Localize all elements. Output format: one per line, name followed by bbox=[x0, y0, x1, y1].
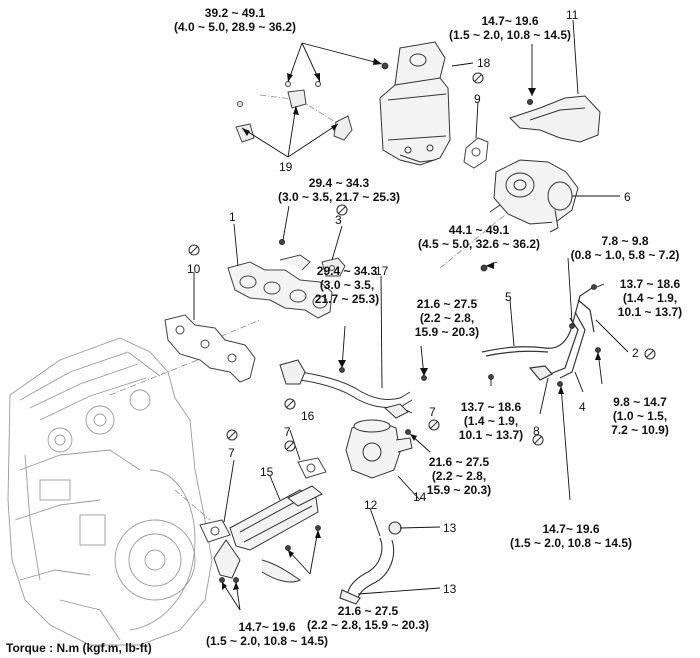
part-number-4: 4 bbox=[579, 400, 586, 414]
torque-spec-top-right: 14.7~ 19.6 (1.5 ~ 2.0, 10.8 ~ 14.5) bbox=[446, 14, 574, 42]
part-number-12: 12 bbox=[364, 498, 378, 512]
torque-conversion: (2.2 ~ 2.8, bbox=[419, 311, 475, 325]
torque-spec-oil-b: 13.7 ~ 18.6 (1.4 ~ 1.9, 10.1 ~ 13.7) bbox=[610, 277, 690, 319]
part-number-7-manifold: 7 bbox=[228, 446, 235, 460]
part-number-6: 6 bbox=[624, 190, 631, 204]
torque-spec-hose: 14.7~ 19.6 (1.5 ~ 2.0, 10.8 ~ 14.5) bbox=[496, 522, 646, 550]
torque-spec-egr-valve: 21.6 ~ 27.5 (2.2 ~ 2.8, 15.9 ~ 20.3) bbox=[420, 455, 498, 497]
torque-conversion: (2.2 ~ 2.8, bbox=[431, 469, 487, 483]
gasket-9-drawing bbox=[463, 137, 489, 169]
torque-conversion: 15.9 ~ 20.3) bbox=[426, 483, 492, 497]
torque-conversion: (1.0 ~ 1.5, bbox=[612, 409, 668, 423]
torque-value: 14.7~ 19.6 bbox=[481, 14, 539, 28]
turbocharger-6-drawing bbox=[489, 159, 579, 233]
torque-conversion: 7.2 ~ 10.9) bbox=[611, 423, 669, 437]
torque-value: 21.6 ~ 27.5 bbox=[416, 297, 478, 311]
coolant-hose-12-drawing bbox=[339, 521, 402, 605]
torque-spec-egr-upper: 21.6 ~ 27.5 (2.2 ~ 2.8, 15.9 ~ 20.3) bbox=[408, 297, 486, 339]
torque-spec-oil-c: 13.7 ~ 18.6 (1.4 ~ 1.9, 10.1 ~ 13.7) bbox=[452, 400, 530, 442]
part-number-9: 9 bbox=[474, 92, 481, 106]
torque-spec-turbo: 44.1 ~ 49.1 (4.5 ~ 5.0, 32.6 ~ 36.2) bbox=[414, 223, 544, 251]
torque-spec-manifold: 29.4 ~ 34.3 (3.0 ~ 3.5, 21.7 ~ 25.3) bbox=[270, 176, 408, 204]
torque-conversion: (1.4 ~ 1.9, bbox=[463, 414, 519, 428]
torque-conversion: (4.5 ~ 5.0, 32.6 ~ 36.2) bbox=[417, 237, 541, 251]
torque-conversion: 21.7 ~ 25.3) bbox=[314, 292, 380, 306]
part-number-13-lower: 13 bbox=[443, 582, 457, 596]
part-number-16: 16 bbox=[301, 409, 315, 423]
torque-value: 9.8 ~ 14.7 bbox=[613, 395, 667, 409]
egr-valve-14-drawing bbox=[345, 419, 413, 479]
gasket-16-drawing bbox=[297, 457, 327, 479]
part-number-2: 2 bbox=[632, 346, 639, 360]
brackets-19-drawing bbox=[235, 81, 353, 143]
heat-shield-11-drawing bbox=[509, 95, 601, 143]
torque-value: 21.6 ~ 27.5 bbox=[428, 455, 490, 469]
torque-conversion: (1.5 ~ 2.0, 10.8 ~ 14.5) bbox=[448, 28, 572, 42]
torque-value: 14.7~ 19.6 bbox=[238, 620, 296, 634]
torque-spec-cooler-bottom: 21.6 ~ 27.5 (2.2 ~ 2.8, 15.9 ~ 20.3) bbox=[286, 604, 450, 632]
torque-value: 39.2 ~ 49.1 bbox=[204, 6, 266, 20]
torque-value: 14.7~ 19.6 bbox=[542, 522, 600, 536]
torque-conversion: 10.1 ~ 13.7) bbox=[617, 305, 683, 319]
part-number-1: 1 bbox=[229, 210, 236, 224]
torque-conversion: (1.4 ~ 1.9, bbox=[622, 291, 678, 305]
egr-pipe-17-drawing bbox=[279, 359, 413, 419]
torque-spec-oil-a: 7.8 ~ 9.8 (0.8 ~ 1.0, 5.8 ~ 7.2) bbox=[560, 234, 690, 262]
torque-conversion: (1.5 ~ 2.0, 10.8 ~ 14.5) bbox=[509, 536, 633, 550]
oil-lines-drawing bbox=[481, 287, 595, 381]
part-number-17: 17 bbox=[375, 264, 389, 278]
part-number-7-egr-pipe: 7 bbox=[429, 405, 436, 419]
torque-conversion: (1.5 ~ 2.0, 10.8 ~ 14.5) bbox=[205, 634, 329, 648]
part-number-8: 8 bbox=[533, 424, 540, 438]
part-number-14: 14 bbox=[413, 490, 427, 504]
torque-conversion: (4.0 ~ 5.0, 28.9 ~ 36.2) bbox=[173, 20, 297, 34]
torque-value: 29.4 ~ 34.3 bbox=[308, 176, 370, 190]
gasket-7-lower-drawing bbox=[199, 519, 231, 543]
torque-conversion: (0.8 ~ 1.0, 5.8 ~ 7.2) bbox=[570, 248, 680, 262]
gasket-10-drawing bbox=[164, 314, 256, 383]
part-number-10: 10 bbox=[187, 262, 201, 276]
bracket-3-drawing bbox=[321, 257, 346, 277]
part-number-19: 19 bbox=[279, 160, 293, 174]
torque-conversion: (2.2 ~ 2.8, 15.9 ~ 20.3) bbox=[306, 618, 430, 632]
engine-block bbox=[7, 337, 213, 646]
part-number-13-upper: 13 bbox=[443, 521, 457, 535]
egr-cooler-15-drawing bbox=[213, 485, 323, 583]
torque-value: 13.7 ~ 18.6 bbox=[460, 400, 522, 414]
torque-spec-oil-d: 9.8 ~ 14.7 (1.0 ~ 1.5, 7.2 ~ 10.9) bbox=[600, 395, 680, 437]
torque-value: 7.8 ~ 9.8 bbox=[601, 234, 649, 248]
bolts bbox=[219, 62, 601, 583]
arrowheads bbox=[222, 58, 601, 590]
torque-value: 44.1 ~ 49.1 bbox=[448, 223, 510, 237]
torque-value: 21.6 ~ 27.5 bbox=[337, 604, 399, 618]
torque-conversion: (3.0 ~ 3.5, bbox=[319, 278, 375, 292]
torque-conversion: (3.0 ~ 3.5, 21.7 ~ 25.3) bbox=[277, 190, 401, 204]
torque-spec-top-left: 39.2 ~ 49.1 (4.0 ~ 5.0, 28.9 ~ 36.2) bbox=[168, 6, 302, 34]
torque-units-note: Torque : N.m (kgf.m, lb-ft) bbox=[6, 641, 152, 655]
part-number-7-cooler: 7 bbox=[284, 425, 291, 439]
part-number-15: 15 bbox=[260, 465, 274, 479]
exhaust-manifold-1-drawing bbox=[227, 254, 333, 319]
torque-spec-cooler-left: 14.7~ 19.6 (1.5 ~ 2.0, 10.8 ~ 14.5) bbox=[188, 620, 346, 648]
catalytic-converter-18-drawing bbox=[379, 41, 451, 166]
torque-conversion: 15.9 ~ 20.3) bbox=[414, 325, 480, 339]
torque-value: 29.4 ~ 34.3 bbox=[316, 264, 378, 278]
torque-spec-pipe: 29.4 ~ 34.3 (3.0 ~ 3.5, 21.7 ~ 25.3) bbox=[308, 264, 386, 306]
part-number-18: 18 bbox=[477, 56, 491, 70]
leader-lines bbox=[193, 19, 629, 611]
part-number-11: 11 bbox=[566, 8, 579, 22]
torque-conversion: 10.1 ~ 13.7) bbox=[458, 428, 524, 442]
torque-value: 13.7 ~ 18.6 bbox=[619, 277, 681, 291]
part-number-3: 3 bbox=[335, 213, 342, 227]
part-number-5: 5 bbox=[505, 290, 512, 304]
